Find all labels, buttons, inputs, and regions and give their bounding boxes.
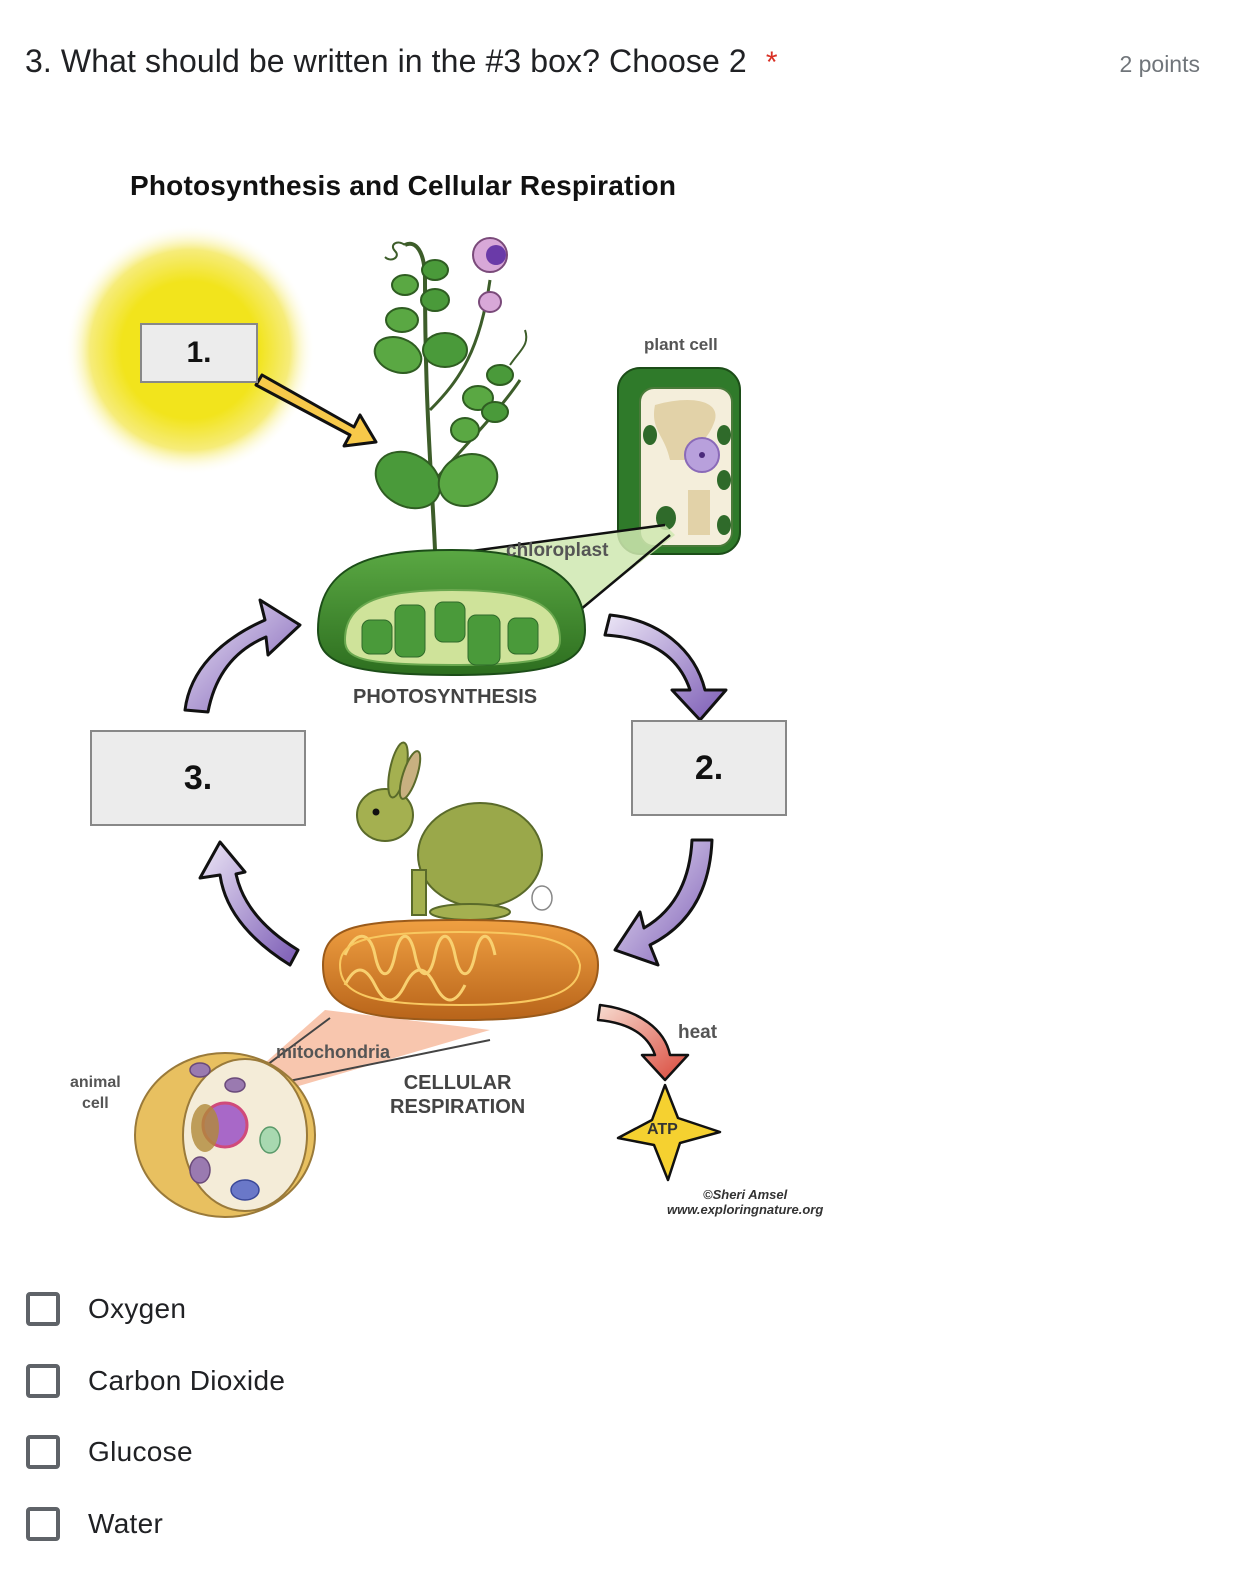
cycle-arrow-respiration-to-3 bbox=[198, 840, 300, 967]
diagram-box-3-label: 3. bbox=[183, 758, 213, 797]
question-text: What should be written in the #3 box? Ch… bbox=[60, 43, 747, 79]
plant-cell-label: plant cell bbox=[644, 335, 718, 354]
option-label: Carbon Dioxide bbox=[88, 1364, 286, 1396]
heat-arrow bbox=[596, 1003, 690, 1082]
option-glucose[interactable]: Glucose bbox=[25, 1428, 285, 1476]
mitochondria-label: mitochondria bbox=[276, 1042, 391, 1062]
option-label: Glucose bbox=[88, 1436, 193, 1467]
checkbox[interactable] bbox=[26, 1363, 60, 1398]
diagram-title: Photosynthesis and Cellular Respiration bbox=[130, 170, 677, 201]
photosynthesis-label: PHOTOSYNTHESIS bbox=[353, 686, 538, 708]
credit-label: ©Sheri Amsel www.exploringnature.org bbox=[667, 1187, 823, 1217]
option-carbon-dioxide[interactable]: Carbon Dioxide bbox=[25, 1357, 285, 1405]
cycle-arrow-2-to-respiration bbox=[613, 838, 714, 967]
cellular-respiration-line2: RESPIRATION bbox=[390, 1096, 526, 1118]
cycle-arrow-photosynthesis-to-2 bbox=[603, 613, 728, 722]
question-title: 3. What should be written in the #3 box?… bbox=[25, 38, 778, 86]
rabbit-illustration bbox=[356, 741, 553, 921]
diagram-box-3: 3. bbox=[90, 730, 306, 826]
plant-illustration bbox=[373, 237, 528, 551]
mitochondria-illustration bbox=[321, 918, 600, 1022]
photosynthesis-respiration-diagram: Photosynthesis and Cellular Respiration … bbox=[40, 150, 880, 1250]
atp-star bbox=[616, 1083, 722, 1182]
diagram-box-1-label: 1. bbox=[186, 336, 212, 369]
chloroplast-label: chloroplast bbox=[506, 540, 609, 561]
diagram-box-2-label: 2. bbox=[694, 748, 724, 787]
cellular-respiration-line1: CELLULAR bbox=[403, 1072, 512, 1094]
option-oxygen[interactable]: Oxygen bbox=[25, 1285, 285, 1333]
points-label: 2 points bbox=[1119, 51, 1200, 77]
credit-line2: www.exploringnature.org bbox=[667, 1202, 824, 1217]
option-water[interactable]: Water bbox=[25, 1500, 285, 1548]
chloroplast-illustration bbox=[316, 548, 587, 677]
checkbox[interactable] bbox=[26, 1292, 60, 1326]
credit-line1: ©Sheri Amsel bbox=[703, 1187, 788, 1202]
diagram-illustration bbox=[65, 225, 741, 1218]
option-label: Water bbox=[88, 1507, 164, 1539]
heat-label: heat bbox=[678, 1022, 718, 1043]
question-number: 3. bbox=[25, 43, 52, 79]
answer-options: Oxygen Carbon Dioxide Glucose Water bbox=[25, 1285, 285, 1571]
cycle-arrow-3-to-photosynthesis bbox=[183, 598, 302, 714]
sunlight-arrow bbox=[254, 373, 378, 448]
question-header: 3. What should be written in the #3 box?… bbox=[25, 38, 1200, 88]
animal-cell-label-line2: cell bbox=[82, 1095, 109, 1112]
atp-label: ATP bbox=[647, 1121, 678, 1138]
diagram-box-2: 2. bbox=[631, 720, 787, 816]
plant-cell-illustration bbox=[617, 367, 741, 555]
option-label: Oxygen bbox=[88, 1293, 187, 1324]
animal-cell-label: animal cell bbox=[70, 1072, 121, 1114]
checkbox[interactable] bbox=[26, 1506, 60, 1541]
required-asterisk: * bbox=[765, 46, 778, 79]
mitochondria-callout bbox=[240, 1010, 490, 1090]
cellular-respiration-label: CELLULAR RESPIRATION bbox=[390, 1071, 525, 1119]
animal-cell-label-line1: animal bbox=[70, 1074, 121, 1091]
animal-cell-illustration bbox=[134, 1052, 316, 1218]
diagram-box-1: 1. bbox=[140, 323, 258, 383]
checkbox[interactable] bbox=[26, 1435, 60, 1469]
